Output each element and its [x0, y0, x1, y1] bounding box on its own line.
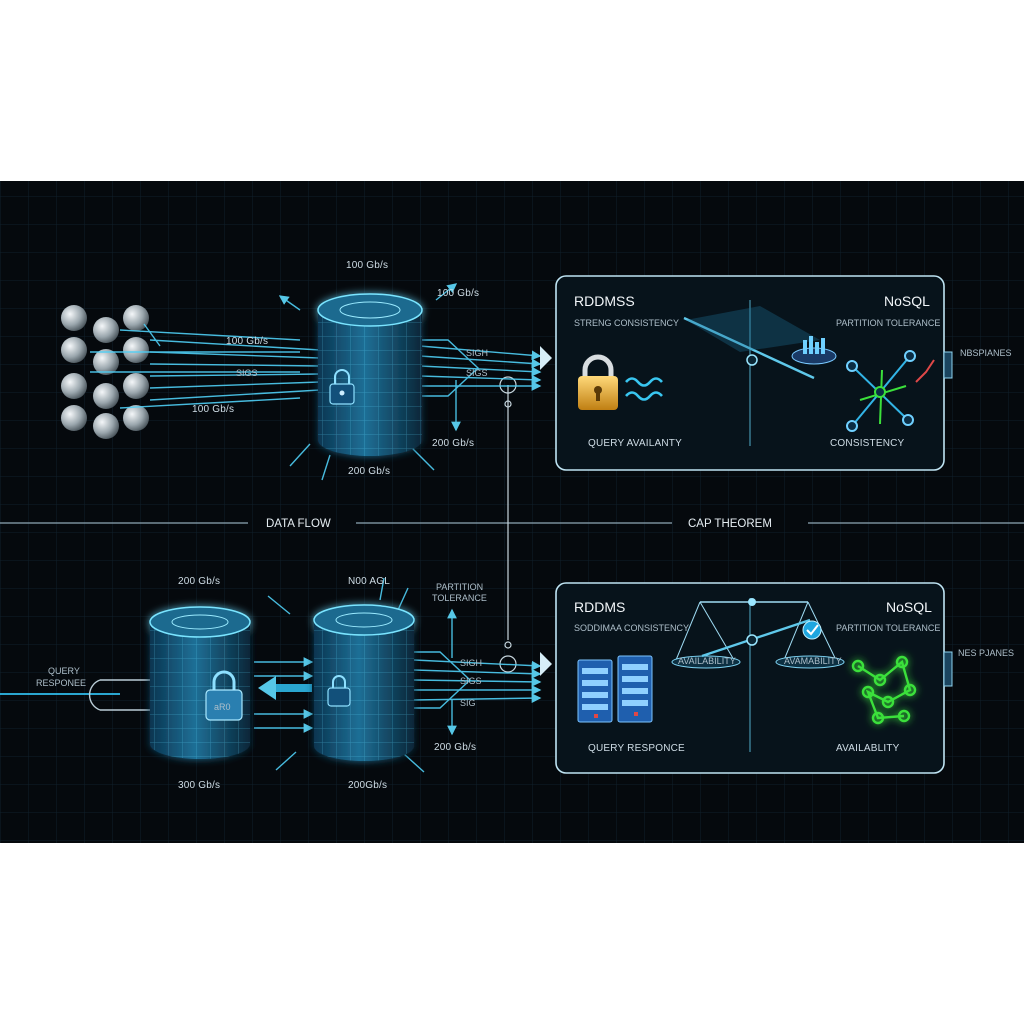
scale-right-label: AVAMABILITY [784, 656, 842, 666]
network-graph-icon [846, 350, 935, 432]
storage-disk-grid [61, 305, 149, 439]
checkmark-icon [802, 620, 822, 640]
rate-in-lower: 100 Gb/s [192, 404, 234, 415]
chart-disc-icon [791, 336, 837, 365]
bottom-tag-3: SIG [460, 698, 476, 708]
rate-bottom-mid: 200Gb/s [348, 780, 387, 791]
padlock-icon [329, 369, 355, 405]
cap-bottom-left-sub: SODDIMAA CONSISTENCY [574, 623, 689, 633]
green-network-icon [851, 655, 917, 725]
section-label-cap-theorem: CAP THEOREM [688, 518, 772, 530]
bottom-padlock-icon: aR0 [205, 670, 243, 721]
rate-bottom-right: 200 Gb/s [432, 438, 474, 449]
cap-top-side-tag: NBSPIANES [960, 348, 1012, 358]
bottom-left-database-cylinder [149, 606, 251, 759]
rate-bottom-left: 300 Gb/s [178, 780, 220, 791]
bottom-flow-lines [0, 577, 542, 773]
bottom-right-database-cylinder [313, 604, 415, 761]
rate-bottom: 200 Gb/s [348, 466, 390, 477]
gold-lock-icon [578, 354, 618, 410]
query-line-1: QUERY [48, 666, 80, 676]
lock-text: aR0 [214, 702, 231, 712]
section-label-data-flow: DATA FLOW [266, 518, 331, 530]
rate-top-right: 100 Gb/s [437, 288, 479, 299]
top-flow-lines [90, 283, 542, 481]
top-database-cylinder [317, 293, 423, 456]
cap-bottom-right-sub: PARTITION TOLERANCE [836, 623, 940, 633]
bottom-db-label: N00 AGL [348, 576, 390, 587]
cap-top-right-caption: CONSISTENCY [830, 438, 905, 449]
wave-icon [625, 377, 663, 401]
rate-bottom-top-left: 200 Gb/s [178, 576, 220, 587]
cap-top-left-sub: STRENG CONSISTENCY [574, 318, 679, 328]
cap-bottom-side-tag: NES PJANES [958, 648, 1014, 658]
cap-bottom-right-caption: AVAILABLITY [836, 743, 900, 754]
cap-top-left-title: RDDMSS [574, 293, 635, 309]
cap-top-right-sub: PARTITION TOLERANCE [836, 318, 940, 328]
bottom-small-lock-icon [327, 675, 351, 707]
out-tag-1: SIGH [466, 348, 488, 358]
cap-bottom-right-title: NoSQL [886, 599, 932, 615]
server-rack-icon [577, 655, 653, 723]
cap-panel-top [540, 275, 953, 471]
rate-in-upper: 100 Gb/s [226, 336, 268, 347]
vertical-connector [499, 376, 517, 673]
rate-bottom-right-2: 200 Gb/s [434, 742, 476, 753]
scale-left-label: AVAILABILITY [678, 656, 736, 666]
partition-line-2: TOLERANCE [432, 593, 487, 603]
cap-bottom-left-caption: QUERY RESPONCE [588, 743, 685, 754]
cap-top-left-caption: QUERY AVAILANTY [588, 438, 682, 449]
bottom-tag-1: SIGH [460, 658, 482, 668]
in-tag-1: SIGS [236, 368, 258, 378]
bottom-tag-2: SIGS [460, 676, 482, 686]
out-tag-2: SIGS [466, 368, 488, 378]
rate-top: 100 Gb/s [346, 260, 388, 271]
cap-top-right-title: NoSQL [884, 293, 930, 309]
cap-panel-bottom [540, 582, 953, 774]
partition-line-1: PARTITION [436, 582, 483, 592]
query-line-2: RESPONEE [36, 678, 86, 688]
cap-bottom-left-title: RDDMS [574, 599, 625, 615]
